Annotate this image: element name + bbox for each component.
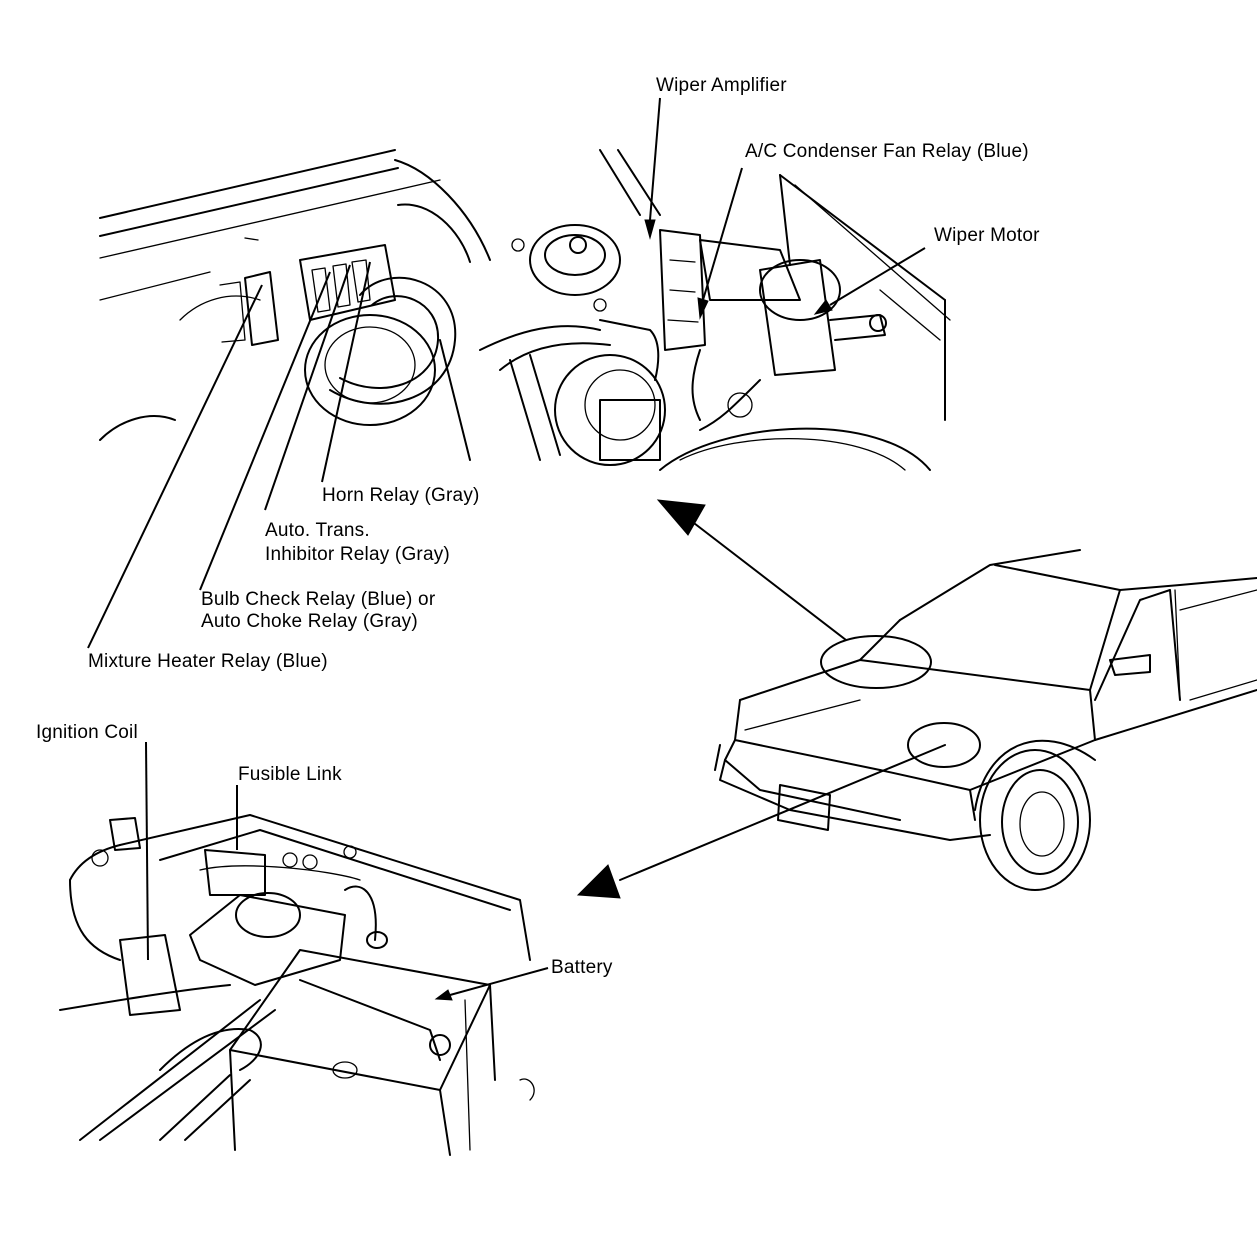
car-outline	[714, 549, 1257, 891]
wiper-motor-label: Wiper Motor	[934, 225, 1040, 246]
auto-trans-label-line1: Auto. Trans.	[265, 520, 370, 541]
fusible-link-label: Fusible Link	[238, 764, 342, 785]
mixture-heater-relay-label: Mixture Heater Relay (Blue)	[88, 651, 328, 672]
leader-lines	[87, 97, 926, 1001]
auto-trans-label-line2: Inhibitor Relay (Gray)	[265, 544, 450, 565]
ignition-coil-label: Ignition Coil	[36, 722, 138, 743]
wiper-amplifier-label: Wiper Amplifier	[656, 75, 787, 96]
horn-relay-label: Horn Relay (Gray)	[322, 485, 480, 506]
location-arrows	[576, 499, 946, 899]
bulb-check-relay-label-line2: Auto Choke Relay (Gray)	[201, 611, 418, 632]
engine-compartment-top-view	[99, 149, 951, 471]
ac-condenser-fan-relay-label: A/C Condenser Fan Relay (Blue)	[745, 141, 1029, 162]
bulb-check-relay-label-line1: Bulb Check Relay (Blue) or	[201, 589, 436, 610]
battery-area-view	[59, 814, 535, 1156]
battery-label: Battery	[551, 957, 613, 978]
